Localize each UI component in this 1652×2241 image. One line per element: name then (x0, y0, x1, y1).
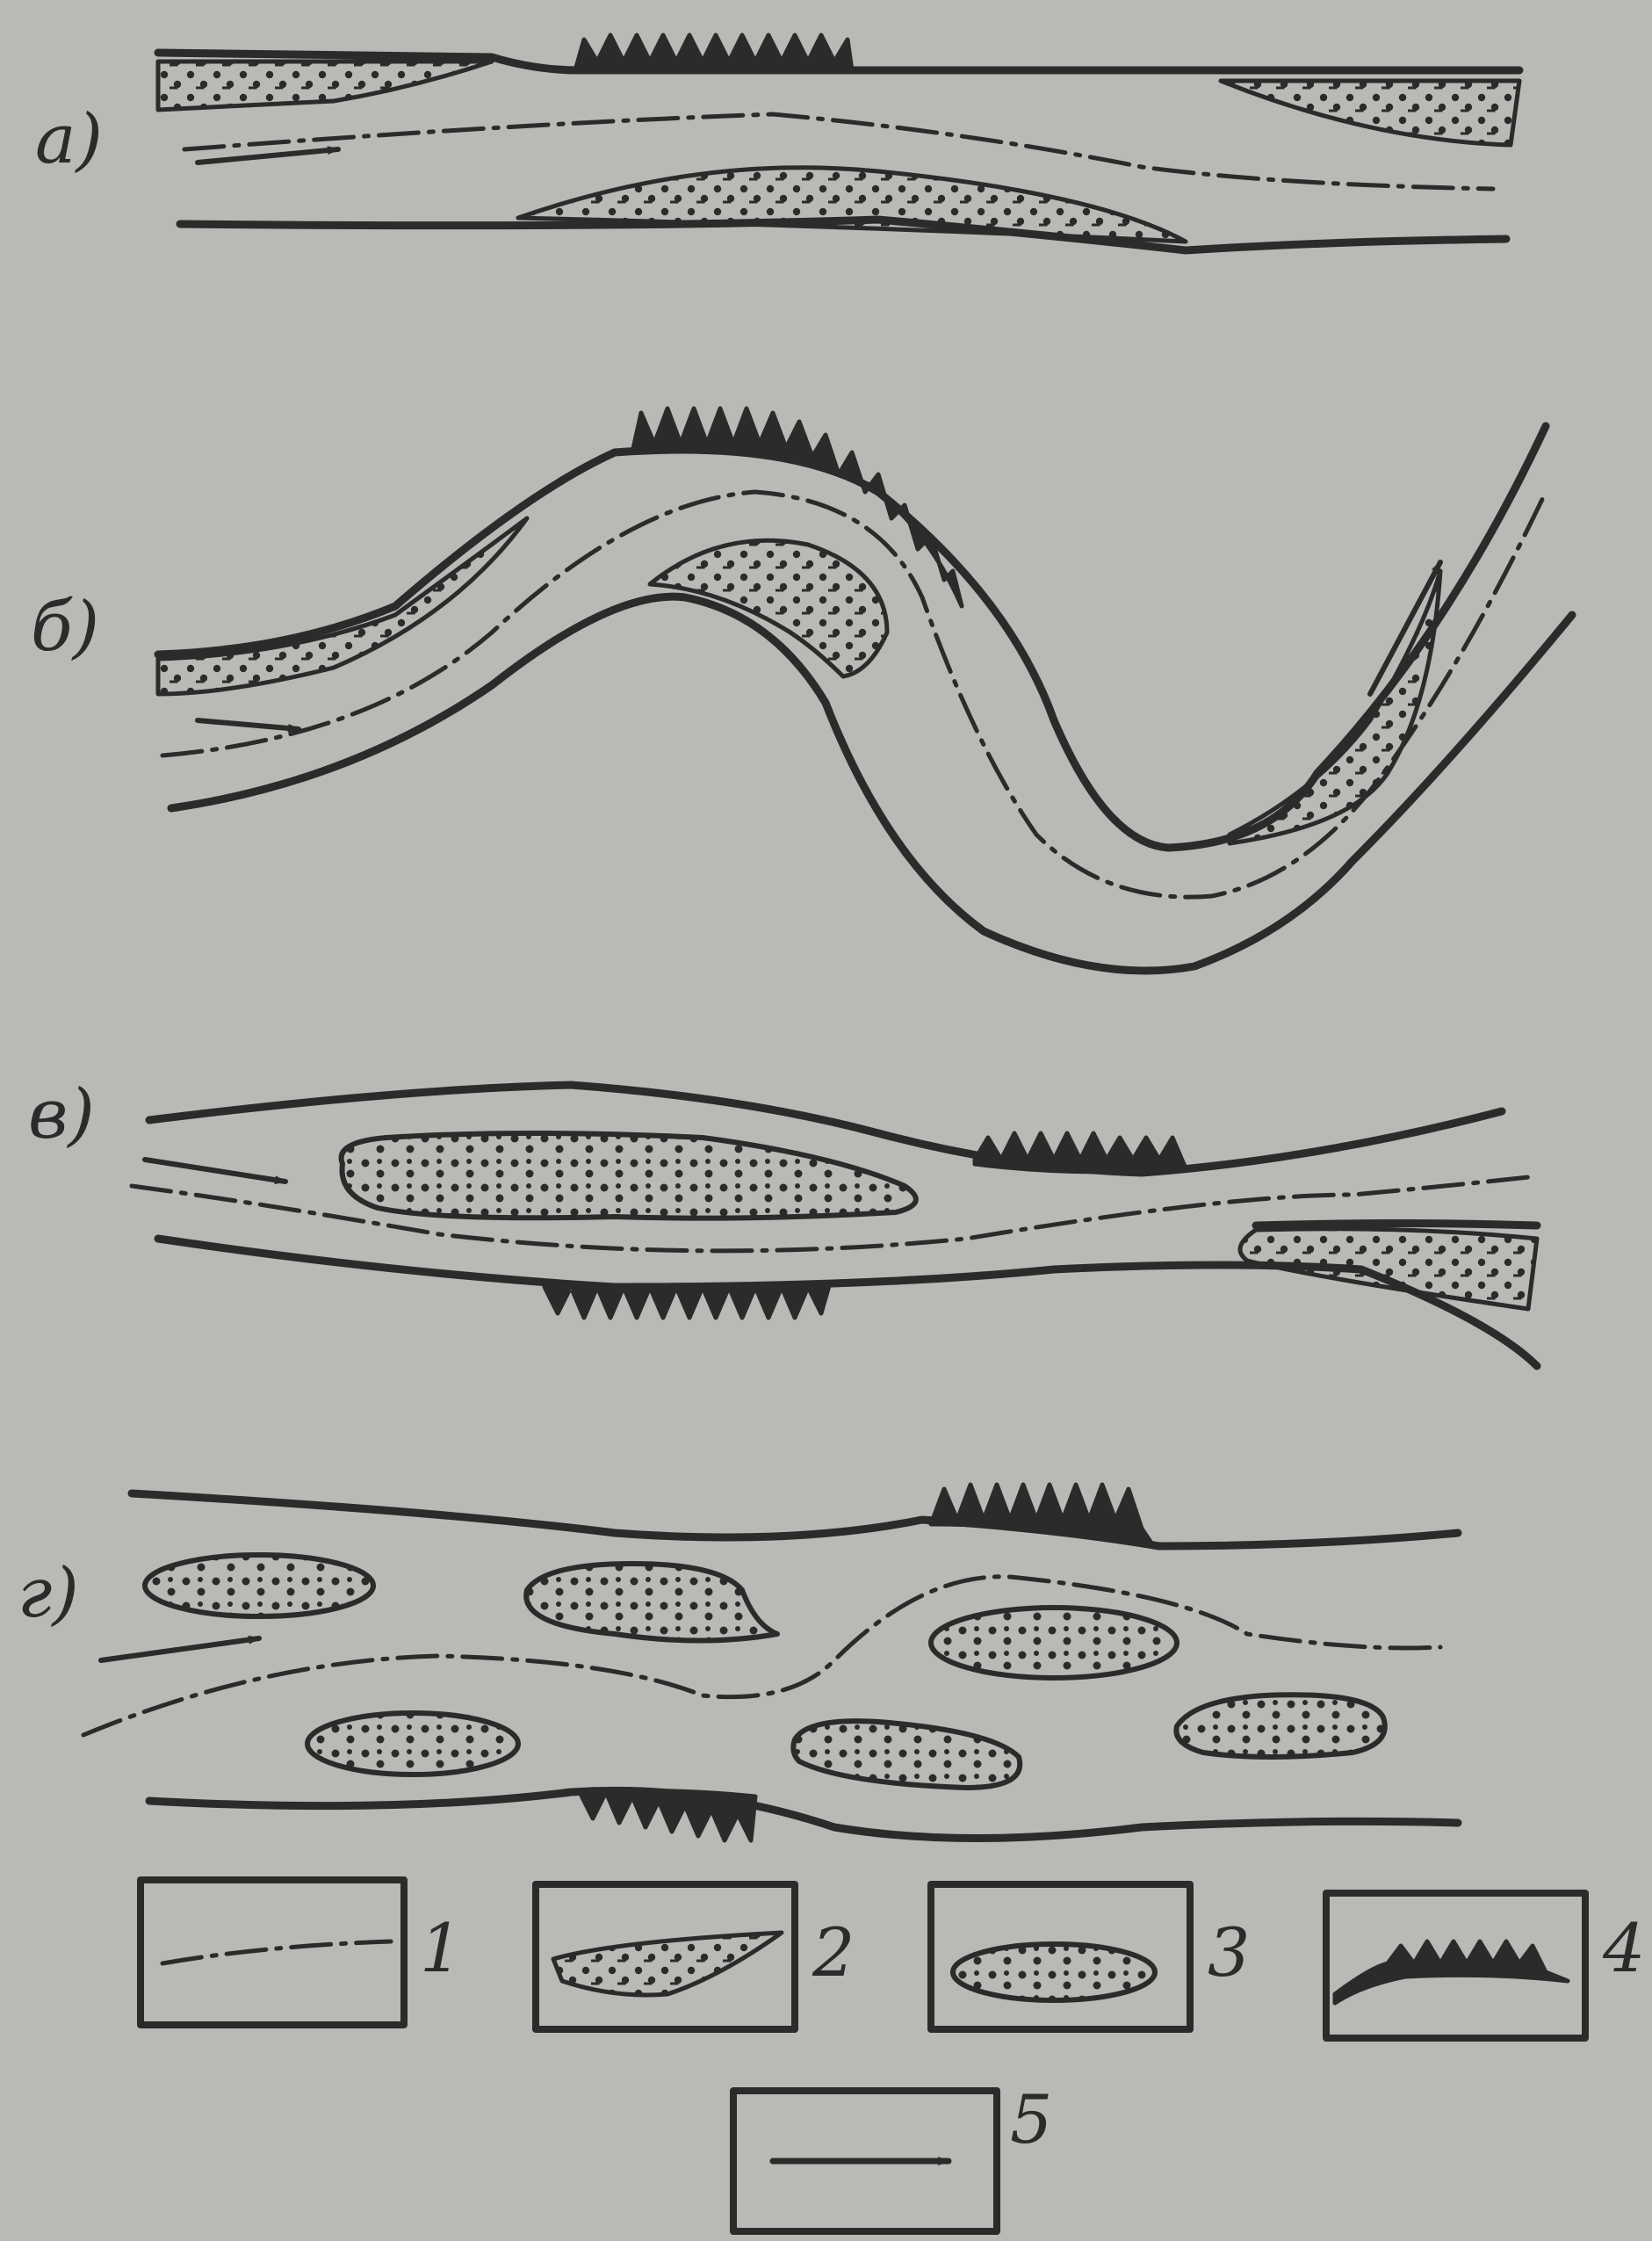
sand-bar (650, 540, 887, 676)
bank-line (1256, 1224, 1537, 1226)
sand-island (342, 1133, 916, 1218)
panel-g (83, 1485, 1458, 1840)
sand-island (307, 1713, 518, 1775)
legend-item-2 (536, 1884, 795, 2029)
sand-bar (518, 168, 1186, 242)
sand-bar (158, 61, 492, 110)
legend-item-5 (733, 2091, 997, 2231)
legend-item-3 (931, 1884, 1190, 2029)
flow-arrow (101, 1638, 259, 1660)
erosion-bank (580, 1790, 755, 1840)
sand-island (1176, 1695, 1384, 1757)
erosion-bank (975, 1133, 1186, 1172)
panel-a (158, 35, 1519, 250)
sand-island (526, 1564, 777, 1641)
flow-arrow (198, 149, 338, 163)
panel-v (132, 1085, 1537, 1366)
legend-item-1 (141, 1880, 404, 2025)
legend-box (141, 1880, 404, 2025)
panel-b (158, 408, 1572, 971)
sand-bar (1240, 1229, 1537, 1309)
erosion-bank-symbol (1335, 1941, 1568, 2003)
legend (141, 1880, 1585, 2231)
flow-arrow (198, 720, 299, 729)
sand-bar (1221, 81, 1519, 145)
erosion-bank (545, 1283, 830, 1318)
channel-axis-line-symbol (162, 1941, 391, 1963)
flow-arrow (145, 1160, 285, 1182)
sand-bar-symbol (553, 1933, 782, 1995)
channel-axis-line (162, 492, 1546, 897)
bank-line (132, 1493, 1458, 1546)
bank-line (149, 1790, 1458, 1838)
sand-island (793, 1721, 1020, 1788)
legend-item-4 (1326, 1893, 1585, 2038)
sand-island-symbol (953, 1944, 1155, 2000)
erosion-bank (575, 35, 852, 70)
sand-island (931, 1608, 1177, 1678)
sand-island (145, 1555, 373, 1616)
